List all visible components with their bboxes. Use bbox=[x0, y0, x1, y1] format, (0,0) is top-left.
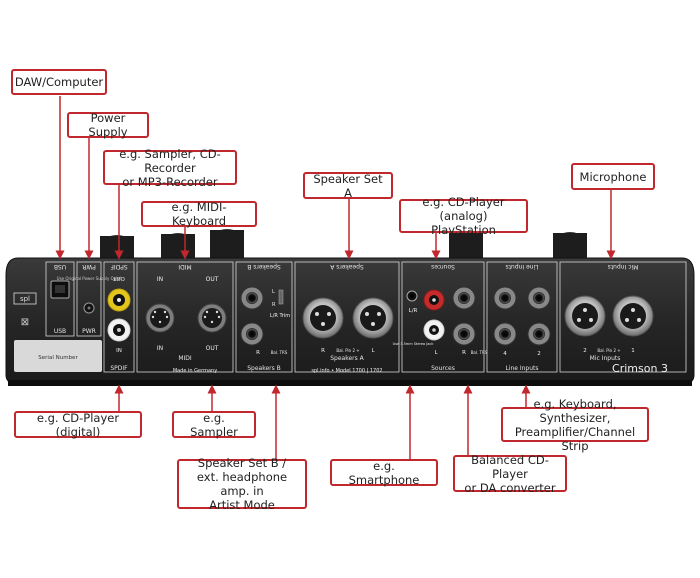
sources-top-label: Sources bbox=[431, 263, 455, 270]
sources-rca-red[interactable] bbox=[423, 289, 445, 311]
speakers-b-section: L R L/R Trim R Bal. TRS bbox=[240, 286, 290, 356]
usb-port[interactable] bbox=[50, 280, 70, 299]
line-input-2-label: 2 bbox=[537, 351, 541, 357]
speakers-a-r-xlr[interactable] bbox=[302, 297, 344, 339]
speakers-a-r-label: R bbox=[321, 348, 325, 354]
mic-input-2-label: 2 bbox=[583, 348, 587, 354]
section-borders bbox=[45, 261, 687, 373]
model-info-label: spl.info • Model 1700 | 1702 bbox=[311, 368, 382, 374]
speakers-b-bal-label: Bal. TRS bbox=[271, 350, 288, 355]
spdif-out-label: OUT bbox=[113, 275, 125, 281]
callout-speaker-set-b: Speaker Set B / ext. headphone amp. in A… bbox=[177, 456, 307, 512]
sources-bal-label: Bal. TRS bbox=[471, 350, 488, 355]
speakers-b-r-label: R bbox=[256, 350, 260, 356]
callout-balanced-cd-player: Balanced CD-Player or DA converter bbox=[453, 453, 567, 495]
midi-out-din-socket[interactable] bbox=[197, 303, 227, 333]
callout-power-supply: Power Supply bbox=[67, 111, 149, 139]
callout-smartphone: e.g. Smartphone bbox=[330, 459, 438, 487]
mic-bal-label: Bal. Pin 2 + bbox=[597, 348, 620, 353]
speakers-a-l-xlr[interactable] bbox=[352, 297, 394, 339]
serial-number-plate bbox=[14, 340, 102, 372]
speakers-b-l-jack[interactable] bbox=[240, 286, 264, 310]
spdif-top-label: SPDIF bbox=[110, 263, 128, 270]
sources-rca-white[interactable] bbox=[423, 319, 445, 341]
callout-sampler: e.g. Sampler bbox=[172, 411, 256, 439]
trim-r-label: R bbox=[272, 302, 276, 308]
recycle-bin-icon: ⊠ bbox=[21, 317, 29, 328]
sources-l-jack[interactable] bbox=[452, 286, 476, 310]
sources-r-label: R bbox=[462, 350, 466, 356]
sources-l-label: L bbox=[434, 350, 438, 356]
mic-input-1-label: 1 bbox=[631, 348, 635, 354]
spdif-section: OUT IN bbox=[107, 275, 131, 354]
power-note: Use Original Power Supply Only! bbox=[57, 276, 122, 281]
power-port[interactable]: Use Original Power Supply Only! bbox=[57, 276, 122, 314]
callout-speaker-set-a: Speaker Set A bbox=[303, 172, 393, 200]
speakers-b-r-jack[interactable] bbox=[240, 322, 264, 346]
midi-out-label: OUT bbox=[206, 345, 219, 352]
sources-use-jack-label: Use 3.5mm Stereo Jack bbox=[393, 342, 435, 346]
sources-lr-label: L/R bbox=[409, 308, 418, 314]
spdif-bottom-label: SPDIF bbox=[110, 365, 128, 372]
line-input-3-jack[interactable] bbox=[493, 286, 517, 310]
serial-number-label: Serial Number bbox=[38, 355, 78, 361]
brand-logo: spl bbox=[20, 295, 30, 303]
midi-bottom-label: MIDI bbox=[178, 355, 192, 362]
pwr-bottom-label: PWR bbox=[82, 328, 96, 335]
midi-section: IN OUT IN OUT bbox=[145, 276, 227, 352]
callout-cd-player-analog: e.g. CD-Player (analog) PlayStation bbox=[399, 195, 528, 237]
callout-microphone: Microphone bbox=[571, 163, 655, 190]
pwr-top-label: PWR bbox=[82, 263, 96, 270]
mic-inputs-bottom-label: Mic Inputs bbox=[590, 355, 621, 362]
mic-inputs-top-label: Mic Inputs bbox=[608, 263, 639, 270]
sources-r-jack[interactable] bbox=[452, 322, 476, 346]
rear-panel bbox=[5, 257, 695, 386]
trim-l-label: L bbox=[272, 289, 275, 295]
line-input-2-jack[interactable] bbox=[527, 322, 551, 346]
speakers-b-bottom-label: Speakers B bbox=[247, 365, 281, 372]
usb-top-label: USB bbox=[54, 263, 66, 270]
spdif-in-rca-jack[interactable] bbox=[107, 318, 131, 342]
spdif-out-rca-jack[interactable] bbox=[107, 288, 131, 312]
spdif-in-label: IN bbox=[116, 348, 122, 354]
speakers-a-top-label: Speakers A bbox=[329, 263, 363, 270]
made-in-label: Made in Germany bbox=[173, 368, 217, 374]
trim-label: L/R Trim bbox=[270, 313, 290, 319]
midi-out-label-top: OUT bbox=[206, 276, 219, 283]
rear-knobs bbox=[100, 229, 587, 261]
mic-input-2-xlr[interactable] bbox=[564, 295, 606, 337]
left-area: spl ⊠ Serial Number bbox=[13, 292, 102, 372]
line-input-4-label: 4 bbox=[503, 351, 507, 357]
mic-inputs-section: 2 1 Bal. Pin 2 + bbox=[564, 295, 654, 354]
trim-switch[interactable] bbox=[278, 289, 284, 305]
midi-top-label: MIDI bbox=[178, 263, 192, 270]
callout-sampler-recorder: e.g. Sampler, CD-Recorder or MP3-Recorde… bbox=[103, 147, 237, 189]
sources-minijack[interactable] bbox=[406, 290, 418, 302]
speakers-a-section: R L Bal. Pin 2 + bbox=[302, 297, 394, 354]
usb-bottom-label: USB bbox=[54, 328, 66, 335]
speakers-a-bottom-label: Speakers A bbox=[330, 355, 364, 362]
callout-cd-player-digital: e.g. CD-Player (digital) bbox=[14, 411, 142, 439]
speakers-a-l-label: L bbox=[371, 348, 375, 354]
callout-keyboard-synth: e.g. Keyboard, Synthesizer, Preamplifier… bbox=[501, 397, 649, 453]
mic-input-1-xlr[interactable] bbox=[612, 295, 654, 337]
sources-bottom-label: Sources bbox=[431, 365, 455, 372]
line-inputs-section: 4 2 bbox=[493, 286, 551, 357]
midi-in-label: IN bbox=[157, 345, 163, 352]
callout-daw-computer: DAW/Computer bbox=[11, 69, 107, 95]
line-input-1-jack[interactable] bbox=[527, 286, 551, 310]
product-name: Crimson 3 bbox=[612, 362, 668, 375]
sources-section: L/R Use 3.5mm Stereo Jack L R Bal. TRS bbox=[393, 286, 488, 356]
line-input-4-jack[interactable] bbox=[493, 322, 517, 346]
callout-midi-keyboard: e.g. MIDI-Keyboard bbox=[141, 200, 257, 228]
speakers-b-top-label: Speakers B bbox=[247, 263, 281, 270]
line-inputs-bottom-label: Line Inputs bbox=[505, 365, 538, 372]
midi-in-label-top: IN bbox=[157, 276, 163, 283]
line-inputs-top-label: Line Inputs bbox=[505, 263, 538, 270]
midi-in-din-socket[interactable] bbox=[145, 303, 175, 333]
speakers-a-bal-label: Bal. Pin 2 + bbox=[336, 348, 359, 353]
